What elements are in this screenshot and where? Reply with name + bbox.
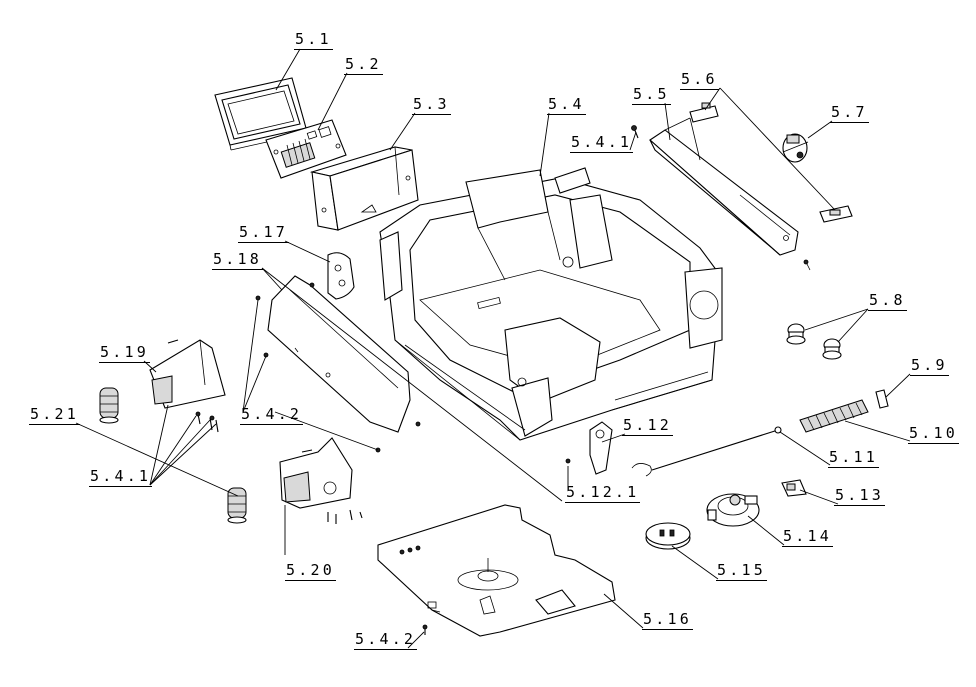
label-5-9: 5.9 — [910, 356, 949, 376]
part-5-16-base-plate — [377, 504, 616, 637]
label-5-12: 5.12 — [622, 416, 673, 436]
label-5-21: 5.21 — [29, 405, 80, 425]
part-5-3-cover-box — [309, 146, 419, 231]
part-5-5-rail — [649, 117, 811, 271]
label-5-19: 5.19 — [99, 343, 150, 363]
part-5-1-control-panel — [214, 77, 308, 151]
label-5-4-1-left: 5.4.1 — [89, 467, 153, 487]
part-5-11-cable — [631, 426, 782, 477]
part-5-18-side-panel — [255, 275, 421, 453]
label-5-4-1-top: 5.4.1 — [570, 133, 634, 153]
part-5-21-foot-screws — [99, 387, 247, 524]
label-5-16: 5.16 — [642, 610, 693, 630]
part-5-4-main-base — [379, 167, 723, 441]
label-5-11: 5.11 — [828, 448, 879, 468]
part-5-17-bracket — [327, 252, 355, 300]
label-5-1: 5.1 — [294, 30, 333, 50]
part-5-2-circuit-board — [265, 119, 347, 179]
label-5-14: 5.14 — [782, 527, 833, 547]
label-5-15: 5.15 — [716, 561, 767, 581]
part-5-6-clips — [689, 102, 853, 223]
part-5-13-clip — [781, 479, 807, 497]
part-5-12-lever — [565, 421, 613, 475]
part-5-14-pump — [706, 493, 760, 527]
label-5-12-1: 5.12.1 — [565, 483, 641, 503]
label-5-4-2-bottom: 5.4.2 — [354, 630, 418, 650]
part-5-19-hinge-bracket — [149, 339, 226, 409]
label-5-6: 5.6 — [680, 70, 719, 90]
label-5-5: 5.5 — [632, 85, 671, 105]
label-5-4-2-mid: 5.4.2 — [240, 405, 304, 425]
part-5-7-pressure-switch — [782, 133, 809, 163]
label-5-2: 5.2 — [344, 55, 383, 75]
part-5-9-plate — [875, 389, 889, 409]
part-5-8-feet — [786, 323, 842, 360]
label-5-13: 5.13 — [834, 486, 885, 506]
label-5-3: 5.3 — [412, 95, 451, 115]
label-5-17: 5.17 — [238, 223, 289, 243]
part-5-20-hinge-bracket-lower — [279, 437, 363, 524]
label-5-18: 5.18 — [212, 250, 263, 270]
part-5-4-1-screws-left — [195, 411, 219, 433]
part-5-10-spring — [799, 399, 869, 433]
leader-lines — [75, 48, 911, 649]
part-5-15-cap — [645, 522, 691, 550]
label-5-10: 5.10 — [908, 424, 959, 444]
label-5-4: 5.4 — [547, 95, 586, 115]
label-5-7: 5.7 — [830, 103, 869, 123]
label-5-20: 5.20 — [285, 561, 336, 581]
label-5-8: 5.8 — [868, 291, 907, 311]
